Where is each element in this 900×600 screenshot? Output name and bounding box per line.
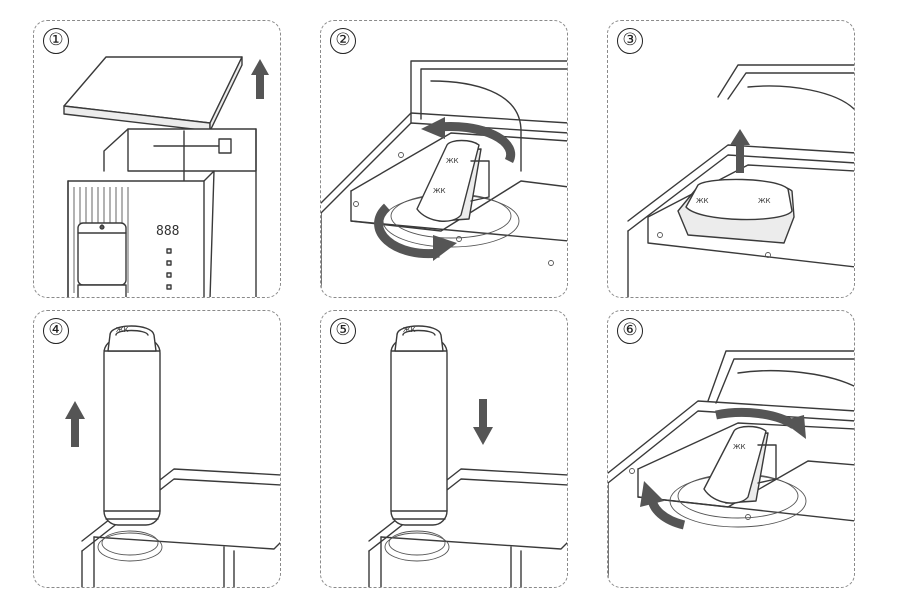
filter-label-2b: ЖК (433, 187, 446, 195)
down-arrow-icon (473, 399, 493, 445)
step-number-2: ② (330, 28, 356, 54)
step-number-1: ① (43, 28, 69, 54)
filter-label-4: ЖК (116, 326, 129, 334)
filter-label-3b: ЖК (758, 197, 771, 205)
step-number-6: ⑥ (617, 318, 643, 344)
display-digits: 888 (156, 224, 179, 239)
filter-label-5: ЖК (403, 326, 416, 334)
step-4-illustration: ЖК (65, 325, 280, 587)
step-number-5: ⑤ (330, 318, 356, 344)
step-number-3: ③ (617, 28, 643, 54)
step-panel-1: ① 888 (33, 20, 281, 298)
step-6-illustration: ЖК (608, 350, 854, 587)
filter-label-6: ЖК (733, 443, 746, 451)
filter-label-3: ЖК (696, 197, 709, 205)
step-panel-4: ④ ЖК (33, 310, 281, 588)
purifier-top-open-icon (627, 64, 854, 297)
filter-cartridge-icon: ЖК (390, 325, 448, 526)
purifier-body-icon: 888 (67, 128, 257, 297)
filter-handle-icon: ЖК (703, 425, 777, 504)
up-arrow-icon (65, 401, 85, 447)
step-panel-5: ⑤ ЖК (320, 310, 568, 588)
filter-handle-icon: ЖК ЖК (416, 139, 490, 222)
lid-icon (63, 56, 243, 132)
purifier-top-open-icon (608, 350, 854, 587)
step-1-illustration: 888 (63, 56, 269, 297)
filter-label-2: ЖК (446, 157, 459, 165)
step-number-4: ④ (43, 318, 69, 344)
up-arrow-icon (251, 59, 269, 99)
filter-handle-icon: ЖК ЖК (677, 178, 795, 244)
step-panel-3: ③ ЖК ЖК (607, 20, 855, 298)
step-3-illustration: ЖК ЖК (627, 64, 854, 297)
rotate-counterclockwise-icon (374, 117, 516, 261)
up-arrow-icon (730, 129, 750, 173)
step-panel-2: ② ЖК (320, 20, 568, 298)
step-5-illustration: ЖК (368, 325, 567, 587)
filter-cartridge-icon: ЖК (103, 325, 161, 526)
step-panel-6: ⑥ ЖК (607, 310, 855, 588)
purifier-base-icon (368, 468, 567, 587)
step-2-illustration: ЖК ЖК (321, 60, 567, 297)
rotate-clockwise-icon (640, 407, 806, 530)
